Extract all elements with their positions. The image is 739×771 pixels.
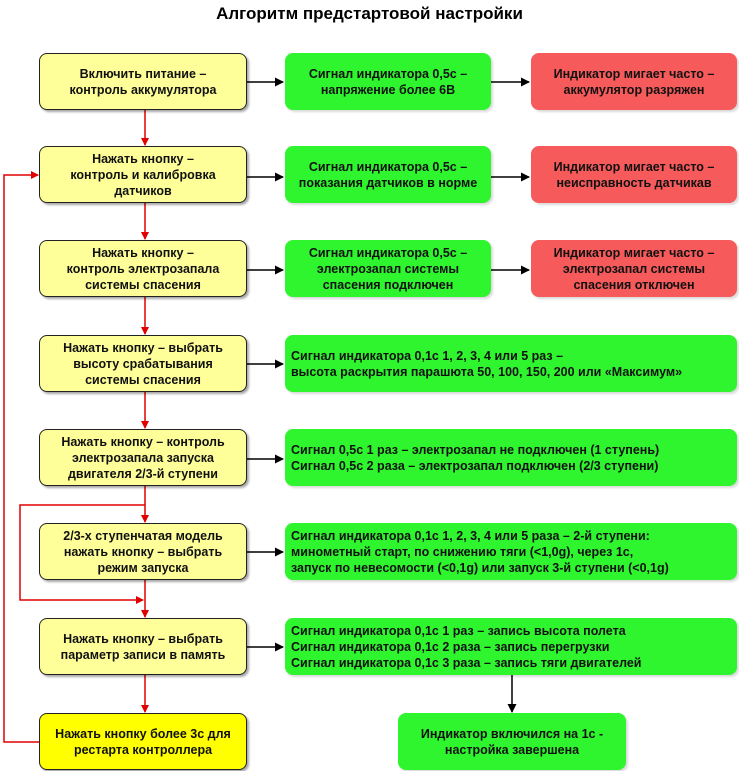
- step-select-launch-mode: 2/3-х ступенчатая модель нажать кнопку –…: [39, 523, 247, 580]
- step-sensor-calibration: Нажать кнопку – контроль и калибровка да…: [39, 146, 247, 203]
- bypass-arrow: [19, 504, 145, 604]
- error-text: Индикатор мигает часто – электрозапал си…: [553, 245, 715, 292]
- ok-signal-recovery-igniter: Сигнал индикатора 0,5с – электрозапал си…: [285, 240, 491, 297]
- step-text: Включить питание – контроль аккумулятора: [69, 66, 217, 97]
- ok-signal-battery: Сигнал индикатора 0,5с – напряжение боле…: [285, 53, 491, 110]
- step-select-deploy-altitude: Нажать кнопку – выбрать высоту срабатыва…: [39, 335, 247, 392]
- error-sensor-fault: Индикатор мигает часто – неисправность д…: [531, 146, 737, 203]
- signal-text: Сигнал индикатора 0,5с – электрозапал си…: [308, 245, 468, 292]
- signal-text: Сигнал индикатора 0,5с – показания датчи…: [298, 159, 478, 190]
- step-text: Нажать кнопку более 3с для рестарта конт…: [55, 726, 231, 757]
- restart-loop-arrow: [3, 171, 40, 743]
- error-recovery-igniter-off: Индикатор мигает часто – электрозапал си…: [531, 240, 737, 297]
- final-text: Индикатор включился на 1с - настройка за…: [420, 726, 604, 757]
- signal-text: Сигнал индикатора 0,1с 1, 2, 3, 4 или 5 …: [291, 348, 683, 379]
- diagram-title: Алгоритм предстартовой настройки: [216, 4, 523, 23]
- step-recovery-igniter-check: Нажать кнопку – контроль электрозапала с…: [39, 240, 247, 297]
- step-power-on: Включить питание – контроль аккумулятора: [39, 53, 247, 110]
- error-battery-low: Индикатор мигает часто – аккумулятор раз…: [531, 53, 737, 110]
- signal-text: Сигнал индикатора 0,5с – напряжение боле…: [308, 66, 468, 97]
- ok-signal-stage-igniter: Сигнал 0,5с 1 раз – электрозапал не подк…: [285, 429, 737, 486]
- error-text: Индикатор мигает часто – неисправность д…: [553, 159, 715, 190]
- signal-text: Сигнал 0,5с 1 раз – электрозапал не подк…: [291, 442, 660, 473]
- step-select-record-parameter: Нажать кнопку – выбрать параметр записи …: [39, 618, 247, 675]
- final-setup-complete: Индикатор включился на 1с - настройка за…: [398, 713, 626, 770]
- error-text: Индикатор мигает часто – аккумулятор раз…: [553, 66, 715, 97]
- step-text: 2/3-х ступенчатая модель нажать кнопку –…: [63, 528, 223, 575]
- signal-text: Сигнал индикатора 0,1с 1, 2, 3, 4 или 5 …: [291, 528, 669, 575]
- step-text: Нажать кнопку – выбрать параметр записи …: [60, 631, 226, 662]
- step-text: Нажать кнопку – контроль и калибровка да…: [70, 151, 216, 198]
- step-stage-igniter-check: Нажать кнопку – контроль электрозапала з…: [39, 429, 247, 486]
- ok-signal-deploy-altitude: Сигнал индикатора 0,1с 1, 2, 3, 4 или 5 …: [285, 335, 737, 392]
- step-restart-controller: Нажать кнопку более 3с для рестарта конт…: [39, 713, 247, 770]
- step-text: Нажать кнопку – контроль электрозапала с…: [66, 245, 220, 292]
- signal-text: Сигнал индикатора 0,1с 1 раз – запись вы…: [291, 623, 642, 670]
- step-text: Нажать кнопку – выбрать высоту срабатыва…: [63, 340, 223, 387]
- ok-signal-sensors: Сигнал индикатора 0,5с – показания датчи…: [285, 146, 491, 203]
- ok-signal-record-parameter: Сигнал индикатора 0,1с 1 раз – запись вы…: [285, 618, 737, 675]
- step-text: Нажать кнопку – контроль электрозапала з…: [61, 434, 225, 481]
- ok-signal-launch-mode: Сигнал индикатора 0,1с 1, 2, 3, 4 или 5 …: [285, 523, 737, 580]
